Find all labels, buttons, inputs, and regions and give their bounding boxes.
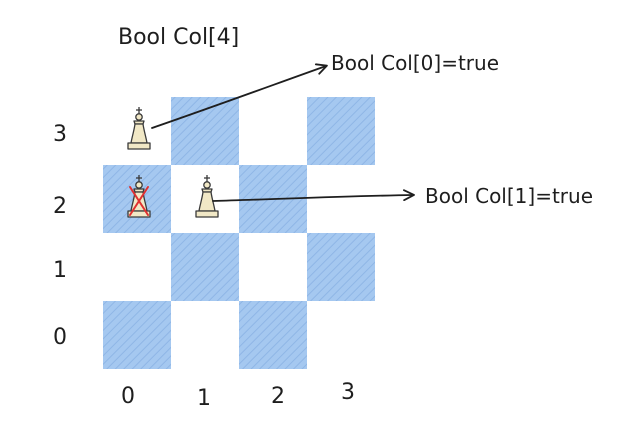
board-cell-r0-c3 <box>307 301 375 369</box>
board-cell-r0-c1 <box>171 301 239 369</box>
arrow-to-col0-note <box>151 63 328 129</box>
col-label-1: 1 <box>197 386 211 411</box>
board-cell-r1-c0 <box>103 233 171 301</box>
board-cell-r0-c2 <box>239 301 307 369</box>
crossed-queen-icon-r2-c0 <box>127 175 151 218</box>
queen-icon-r2-c1 <box>195 175 219 218</box>
annotation-col0: Bool Col[0]=true <box>331 51 499 75</box>
col-label-3: 3 <box>341 380 355 405</box>
col-label-2: 2 <box>271 384 285 409</box>
row-label-0: 0 <box>53 325 67 350</box>
board-cell-r1-c1 <box>171 233 239 301</box>
cross-mark <box>129 186 149 216</box>
board-cell-r0-c0 <box>103 301 171 369</box>
board-cell-r1-c2 <box>239 233 307 301</box>
board-cell-r1-c3 <box>307 233 375 301</box>
board-cell-r3-c1 <box>171 97 239 165</box>
board-cell-r3-c2 <box>239 97 307 165</box>
annotation-col1: Bool Col[1]=true <box>425 184 593 208</box>
chessboard <box>103 97 375 369</box>
col-label-0: 0 <box>121 384 135 409</box>
array-title: Bool Col[4] <box>118 25 239 50</box>
board-cell-r3-c3 <box>307 97 375 165</box>
arrow-to-col1-note <box>212 189 415 202</box>
row-label-1: 1 <box>53 258 67 283</box>
row-label-2: 2 <box>53 194 67 219</box>
row-label-3: 3 <box>53 122 67 147</box>
board-cell-r2-c3 <box>307 165 375 233</box>
queen-icon-r3-c0 <box>127 107 151 150</box>
